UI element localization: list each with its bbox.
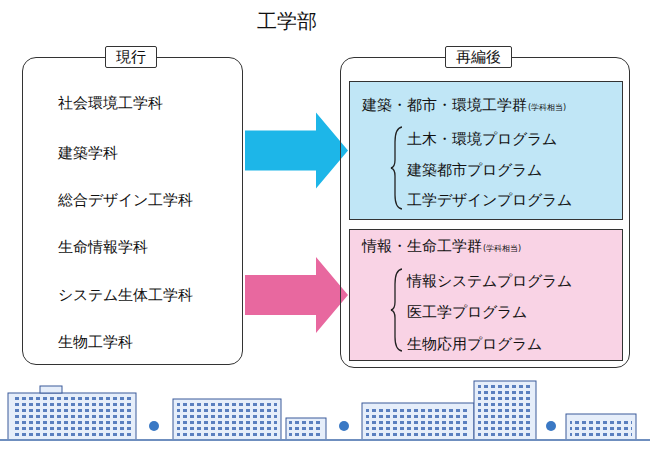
ground-line [0,439,650,441]
buildings [8,381,636,440]
item-label: 生物工学科 [58,332,133,352]
item-label: システム生体工学科 [58,285,193,305]
bracket [391,269,402,351]
group-box: 情報・生命工学群(学科相当) 情報システムプログラム医工学プログラム生物応用プログ… [349,229,623,361]
item-label: 工学デザインプログラム [407,190,572,210]
dot [546,421,556,431]
item-label: 土木・環境プログラム [407,129,557,149]
current-panel: 現行社会環境工学科建築学科総合デザイン工学科生命情報学科システム生体工学科生物工… [22,57,243,365]
item-label: 建築都市プログラム [407,160,542,180]
note: (学科相当) [483,244,521,254]
group-heading: 建築・都市・環境工学群 [362,95,527,115]
title: 工学部 [257,8,317,34]
item-label: 建築学科 [58,143,118,163]
item-label: 総合デザイン工学科 [58,190,193,210]
block-arrow [245,257,348,333]
note: (学科相当) [528,103,566,113]
item-label: 社会環境工学科 [58,93,163,113]
block-arrow [245,113,348,189]
group-heading: 情報・生命工学群 [362,236,482,256]
item-label: 情報システムプログラム [407,271,572,291]
group-box: 建築・都市・環境工学群(学科相当) 土木・環境プログラム建築都市プログラム工学デザ… [349,81,623,220]
item-label: 生命情報学科 [58,237,148,257]
bracket [391,127,402,209]
item-label: 医工学プログラム [407,302,527,322]
panel-heading: 現行 [105,46,157,68]
dot [149,421,159,431]
item-label: 生物応用プログラム [407,334,542,354]
panel-heading: 再編後 [445,46,512,68]
new-panel: 再編後建築・都市・環境工学群(学科相当)土木・環境プログラム建築都市プログラム工… [340,57,630,368]
dot [339,421,349,431]
